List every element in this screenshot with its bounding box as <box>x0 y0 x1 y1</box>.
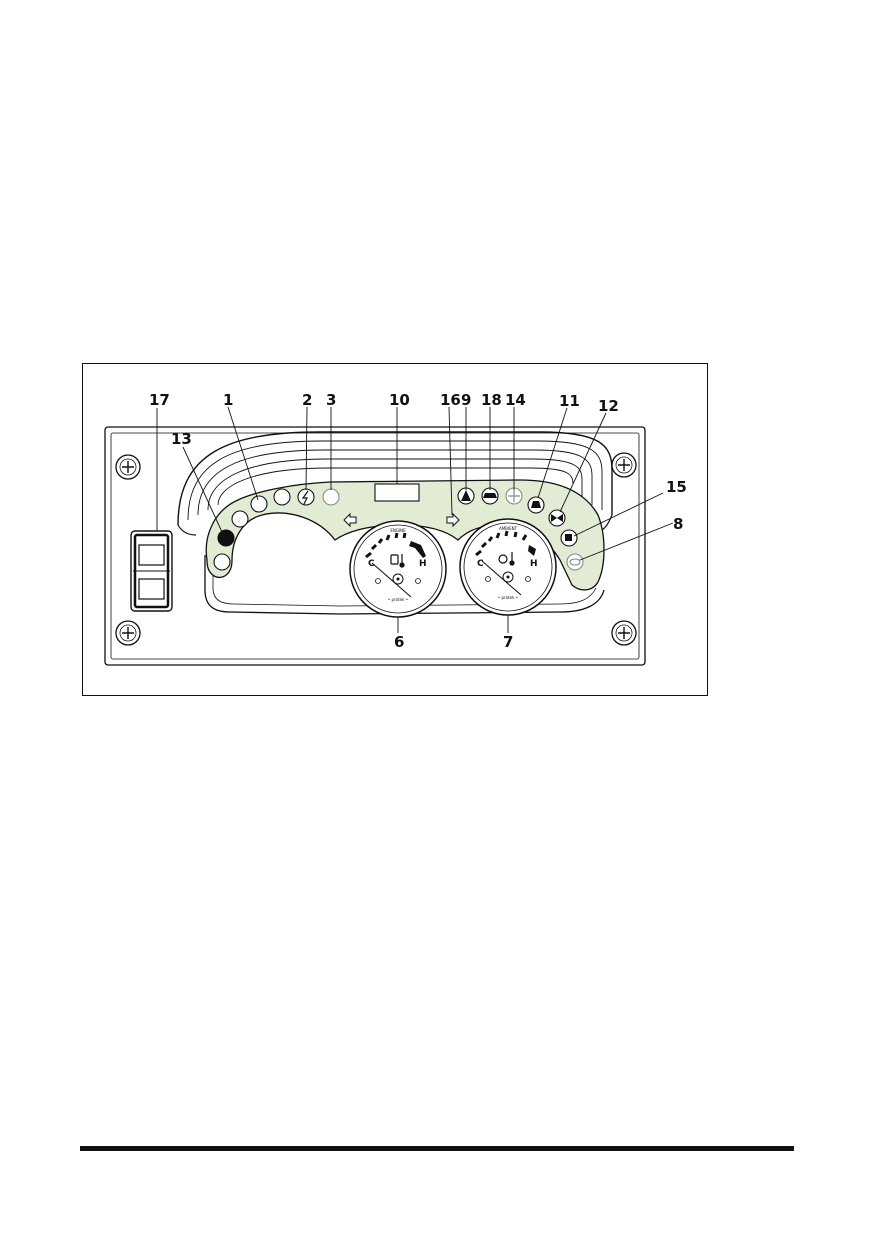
display-window <box>374 483 420 502</box>
callout-8: 8 <box>673 515 683 533</box>
cluster-bezel <box>204 555 605 615</box>
callout-16: 16 <box>440 391 461 409</box>
lamp-3-icon <box>322 488 340 506</box>
lamp-blank-icon <box>231 510 249 528</box>
engine-temp-gauge: C H ENGINE • protek • <box>349 520 447 618</box>
lightning-icon <box>301 490 309 505</box>
gauge-cold-label: C <box>368 559 375 569</box>
callout-9: 9 <box>461 391 471 409</box>
rocker-switch <box>130 530 173 612</box>
left-arrow-icon <box>343 512 357 528</box>
footer-rule <box>80 1146 794 1151</box>
screw-icon <box>115 454 141 480</box>
callout-12: 12 <box>598 397 619 415</box>
temperature-icon <box>390 554 405 568</box>
lamp-8-icon <box>566 553 584 571</box>
callout-1: 1 <box>223 391 233 409</box>
lamp-2-icon <box>297 488 315 506</box>
callout-7: 7 <box>503 633 513 651</box>
lamp-blank-icon <box>273 488 291 506</box>
callout-labels: 17 1 2 3 10 16 9 18 14 11 12 13 15 8 6 7 <box>149 391 687 651</box>
temperature-icon <box>498 552 515 566</box>
dashboard-plate <box>104 426 646 666</box>
indicator-lamps <box>213 487 584 571</box>
ambient-temp-gauge: C H AMBIENT • protek • <box>459 518 557 616</box>
gauge-name-label: ENGINE <box>390 528 406 533</box>
callout-13: 13 <box>171 430 192 448</box>
callout-11: 11 <box>559 392 580 410</box>
callout-15: 15 <box>666 478 687 496</box>
gauge-name-label: AMBIENT <box>499 526 518 531</box>
callout-3: 3 <box>326 391 336 409</box>
leader-lines <box>156 406 674 633</box>
screw-icon <box>611 620 637 646</box>
callout-6: 6 <box>394 633 404 651</box>
lamp-13-icon <box>217 529 235 547</box>
bell-icon <box>461 490 471 501</box>
callout-10: 10 <box>389 391 410 409</box>
callout-2: 2 <box>302 391 312 409</box>
callout-18: 18 <box>481 391 502 409</box>
gauge-hot-label: H <box>530 559 538 569</box>
screw-icon <box>115 620 141 646</box>
right-arrow-icon <box>446 512 460 528</box>
lamp-blank-icon <box>213 553 231 571</box>
gauge-brand-label: • protek • <box>388 597 408 602</box>
gauge-hot-label: H <box>419 559 427 569</box>
gauge-cold-label: C <box>477 559 484 569</box>
lamp-1-icon <box>250 495 268 513</box>
gauge-brand-label: • protek • <box>498 595 518 600</box>
callout-17: 17 <box>149 391 170 409</box>
corner-screws <box>115 452 637 646</box>
screw-icon <box>611 452 637 478</box>
callout-14: 14 <box>505 391 526 409</box>
